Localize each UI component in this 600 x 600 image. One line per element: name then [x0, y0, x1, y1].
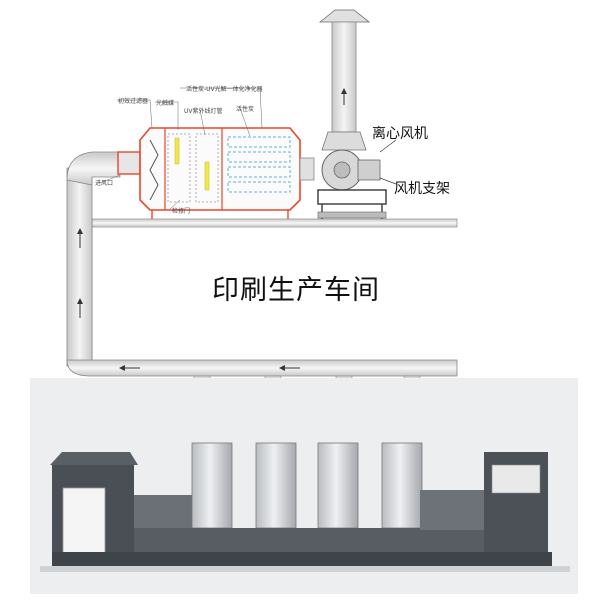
bottom-duct	[66, 359, 458, 377]
workshop-title: 印刷生产车间	[212, 275, 380, 306]
access-door-label: 检修门	[172, 208, 191, 215]
air-inlet-label: 进风口	[95, 180, 114, 187]
printing-press	[40, 442, 570, 572]
activated-carbon-label: 活性炭	[236, 106, 255, 113]
purifier-unit	[117, 127, 315, 219]
photocatalyst-label: 光触媒	[156, 100, 175, 107]
chimney-and-fan	[317, 9, 397, 219]
filter-label: 初效过滤器	[118, 98, 149, 105]
fan-bracket-label: 风机支架	[394, 181, 450, 197]
integrated-purifier-label: 活性炭-UV光解一体化净化器	[186, 86, 263, 93]
vertical-duct	[66, 151, 121, 367]
uv-lamp-label: UV紫外线灯管	[184, 108, 223, 115]
centrifugal-fan-label: 离心风机	[372, 126, 428, 142]
leader-lines	[99, 87, 263, 210]
